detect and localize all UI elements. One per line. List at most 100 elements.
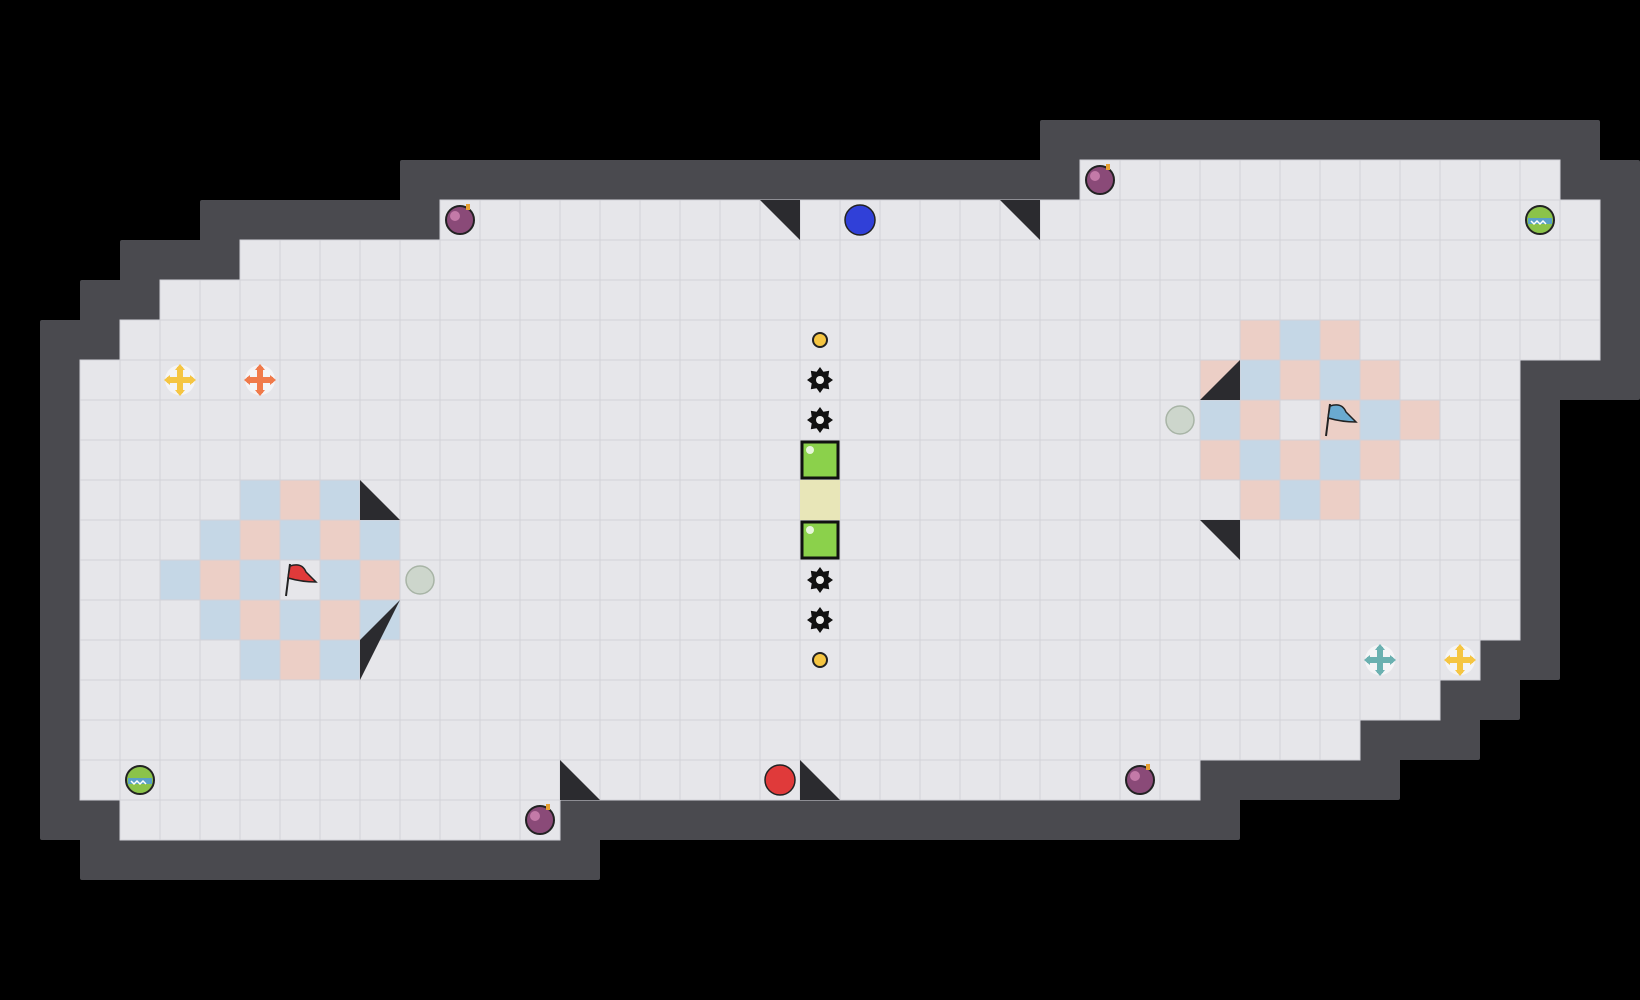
blue-flag-icon[interactable] <box>1325 403 1358 437</box>
floor-tile <box>879 239 921 281</box>
bomb-icon[interactable] <box>445 204 475 235</box>
button-icon[interactable] <box>405 565 435 595</box>
zone-tile <box>1319 319 1361 361</box>
floor-tile <box>1399 159 1441 201</box>
floor-tile <box>679 759 721 801</box>
rolling-bomb-icon[interactable] <box>125 765 155 795</box>
floor-tile <box>1399 679 1441 721</box>
floor-tile <box>759 679 801 721</box>
yellow-boost-icon[interactable] <box>1444 644 1476 676</box>
floor-tile <box>959 719 1001 761</box>
floor-tile <box>79 399 121 441</box>
floor-tile <box>1359 599 1401 641</box>
bomb-icon[interactable] <box>525 804 555 835</box>
floor-tile <box>839 399 881 441</box>
floor-tile <box>1079 679 1121 721</box>
floor-tile <box>1199 639 1241 681</box>
red-flag-icon[interactable] <box>285 563 318 597</box>
floor-tile <box>479 799 521 841</box>
zone-tile <box>159 559 201 601</box>
floor-tile <box>1479 599 1521 641</box>
floor-tile <box>879 519 921 561</box>
floor-tile <box>1319 239 1361 281</box>
floor-tile <box>679 319 721 361</box>
floor-tile <box>599 639 641 681</box>
floor-tile <box>519 599 561 641</box>
red-boost-icon[interactable] <box>244 364 276 396</box>
floor-tile <box>1479 199 1521 241</box>
zone-tile <box>199 559 241 601</box>
spike-icon[interactable] <box>807 607 833 633</box>
spike-icon[interactable] <box>807 367 833 393</box>
gate-icon[interactable] <box>800 440 840 480</box>
floor-tile <box>799 279 841 321</box>
floor-tile <box>559 559 601 601</box>
floor-tile <box>439 359 481 401</box>
floor-tile <box>1039 439 1081 481</box>
floor-tile <box>599 359 641 401</box>
floor-tile <box>79 759 121 801</box>
floor-tile <box>119 559 161 601</box>
floor-tile <box>279 799 321 841</box>
floor-tile <box>1399 199 1441 241</box>
floor-tile <box>399 479 441 521</box>
floor-tile <box>839 239 881 281</box>
floor-tile <box>639 759 681 801</box>
pin-icon[interactable] <box>812 332 828 348</box>
floor-tile <box>439 679 481 721</box>
floor-tile <box>279 359 321 401</box>
rolling-bomb-icon[interactable] <box>1525 205 1555 235</box>
floor-tile <box>999 679 1041 721</box>
gate-icon[interactable] <box>800 520 840 560</box>
floor-tile <box>1159 519 1201 561</box>
blue-ball-icon[interactable] <box>844 204 876 236</box>
floor-tile <box>959 199 1001 241</box>
floor-tile <box>919 559 961 601</box>
floor-tile <box>199 279 241 321</box>
floor-tile <box>919 279 961 321</box>
floor-tile <box>639 559 681 601</box>
floor-tile <box>999 439 1041 481</box>
floor-tile <box>199 639 241 681</box>
floor-tile <box>1079 399 1121 441</box>
floor-tile <box>959 519 1001 561</box>
wall-corner <box>1200 520 1240 560</box>
floor-tile <box>1479 159 1521 201</box>
floor-tile <box>199 759 241 801</box>
floor-tile <box>959 559 1001 601</box>
floor-tile <box>1439 279 1481 321</box>
red-ball-icon[interactable] <box>764 764 796 796</box>
button-icon[interactable] <box>1165 405 1195 435</box>
floor-tile <box>199 679 241 721</box>
floor-tile <box>239 319 281 361</box>
floor-tile <box>839 679 881 721</box>
floor-tile <box>1079 239 1121 281</box>
teal-boost-icon[interactable] <box>1364 644 1396 676</box>
floor-tile <box>919 679 961 721</box>
floor-tile <box>719 399 761 441</box>
bomb-icon[interactable] <box>1085 164 1115 195</box>
pin-icon[interactable] <box>812 652 828 668</box>
floor-tile <box>1159 599 1201 641</box>
spike-icon[interactable] <box>807 407 833 433</box>
floor-tile <box>1039 239 1081 281</box>
floor-tile <box>159 679 201 721</box>
bomb-icon[interactable] <box>1125 764 1155 795</box>
floor-tile <box>1119 559 1161 601</box>
floor-tile <box>719 719 761 761</box>
wall-corner <box>800 760 840 800</box>
floor-tile <box>719 319 761 361</box>
floor-tile <box>1399 599 1441 641</box>
floor-tile <box>1039 719 1081 761</box>
floor-tile <box>879 399 921 441</box>
floor-tile <box>359 439 401 481</box>
spike-icon[interactable] <box>807 567 833 593</box>
yellow-boost-icon[interactable] <box>164 364 196 396</box>
zone-tile <box>239 599 281 641</box>
gate-off-icon[interactable] <box>800 480 840 520</box>
floor-tile <box>439 719 481 761</box>
floor-tile <box>919 479 961 521</box>
zone-tile <box>1359 439 1401 481</box>
